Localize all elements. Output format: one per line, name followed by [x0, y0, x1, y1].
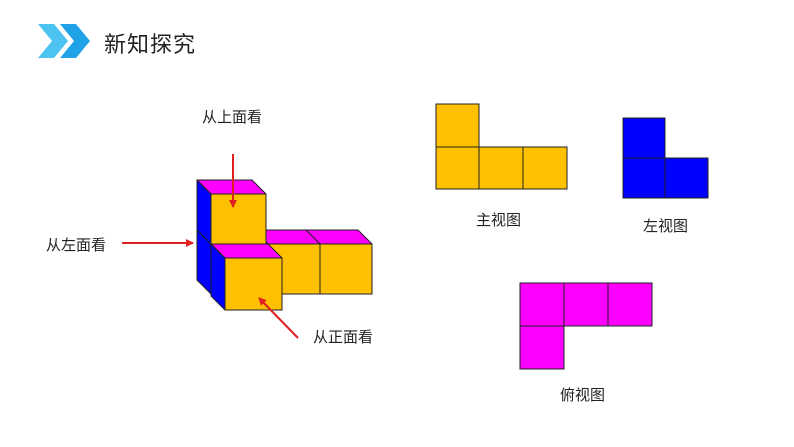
label-from-top: 从上面看 [202, 108, 263, 126]
cube-model [196, 179, 373, 311]
cube-front [210, 243, 283, 311]
label-from-left: 从左面看 [46, 236, 107, 254]
cube-top [196, 179, 267, 245]
front-view-shape [435, 103, 568, 190]
top-view-shape [519, 282, 653, 370]
double-chevron-right-icon [38, 24, 90, 58]
label-left-view: 左视图 [643, 217, 689, 235]
label-front-view: 主视图 [476, 211, 522, 229]
cube-right-2 [305, 229, 373, 295]
view-arrows [122, 154, 299, 339]
page-title: 新知探究 [104, 33, 197, 58]
arrow-from-front [258, 297, 299, 339]
label-top-view: 俯视图 [560, 386, 606, 404]
label-from-front: 从正面看 [313, 328, 374, 346]
left-view-shape [622, 117, 709, 199]
